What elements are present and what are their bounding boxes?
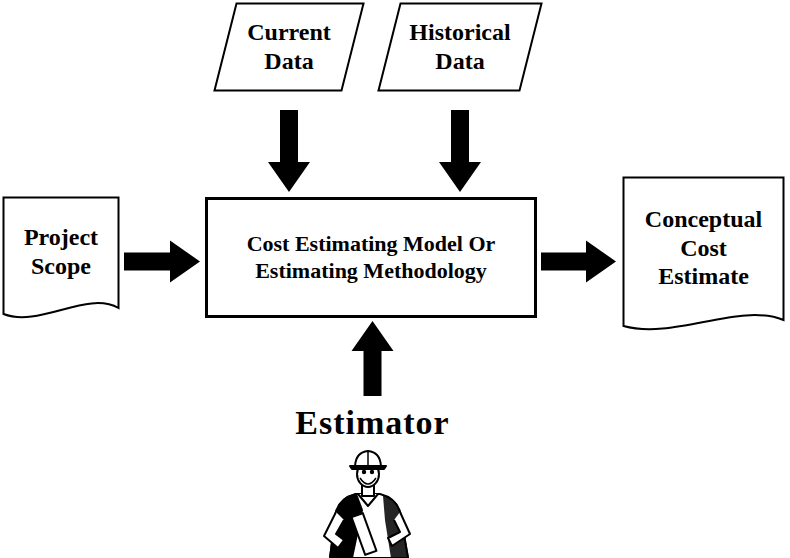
input-parallelogram-border (379, 4, 542, 91)
process-box-border (207, 199, 536, 317)
node-label: Conceptual Cost Estimate (634, 205, 774, 291)
input-parallelogram: Current Data (213, 2, 365, 92)
block-arrow (352, 321, 394, 396)
role-label: Estimator (295, 403, 449, 444)
estimator-node: Estimator (285, 400, 460, 446)
node-label: Cost Estimating Model Or Estimating Meth… (221, 231, 521, 284)
document-shape: Project Scope (2, 196, 120, 324)
node-label: Historical Data (401, 18, 519, 76)
node-label: Project Scope (13, 223, 109, 281)
input-parallelogram: Historical Data (377, 2, 543, 92)
node-label: Current Data (237, 18, 341, 76)
block-arrow (268, 110, 310, 192)
document-shape-border (624, 178, 784, 330)
block-arrow (541, 241, 616, 283)
input-parallelogram-outline (377, 2, 543, 92)
input-parallelogram-outline (213, 2, 365, 92)
process-box: Cost Estimating Model Or Estimating Meth… (205, 197, 537, 318)
input-parallelogram-border (215, 4, 364, 91)
block-arrow (124, 241, 200, 283)
document-shape: Conceptual Cost Estimate (622, 176, 785, 336)
document-shape-border (4, 198, 119, 318)
block-arrow (439, 110, 481, 192)
